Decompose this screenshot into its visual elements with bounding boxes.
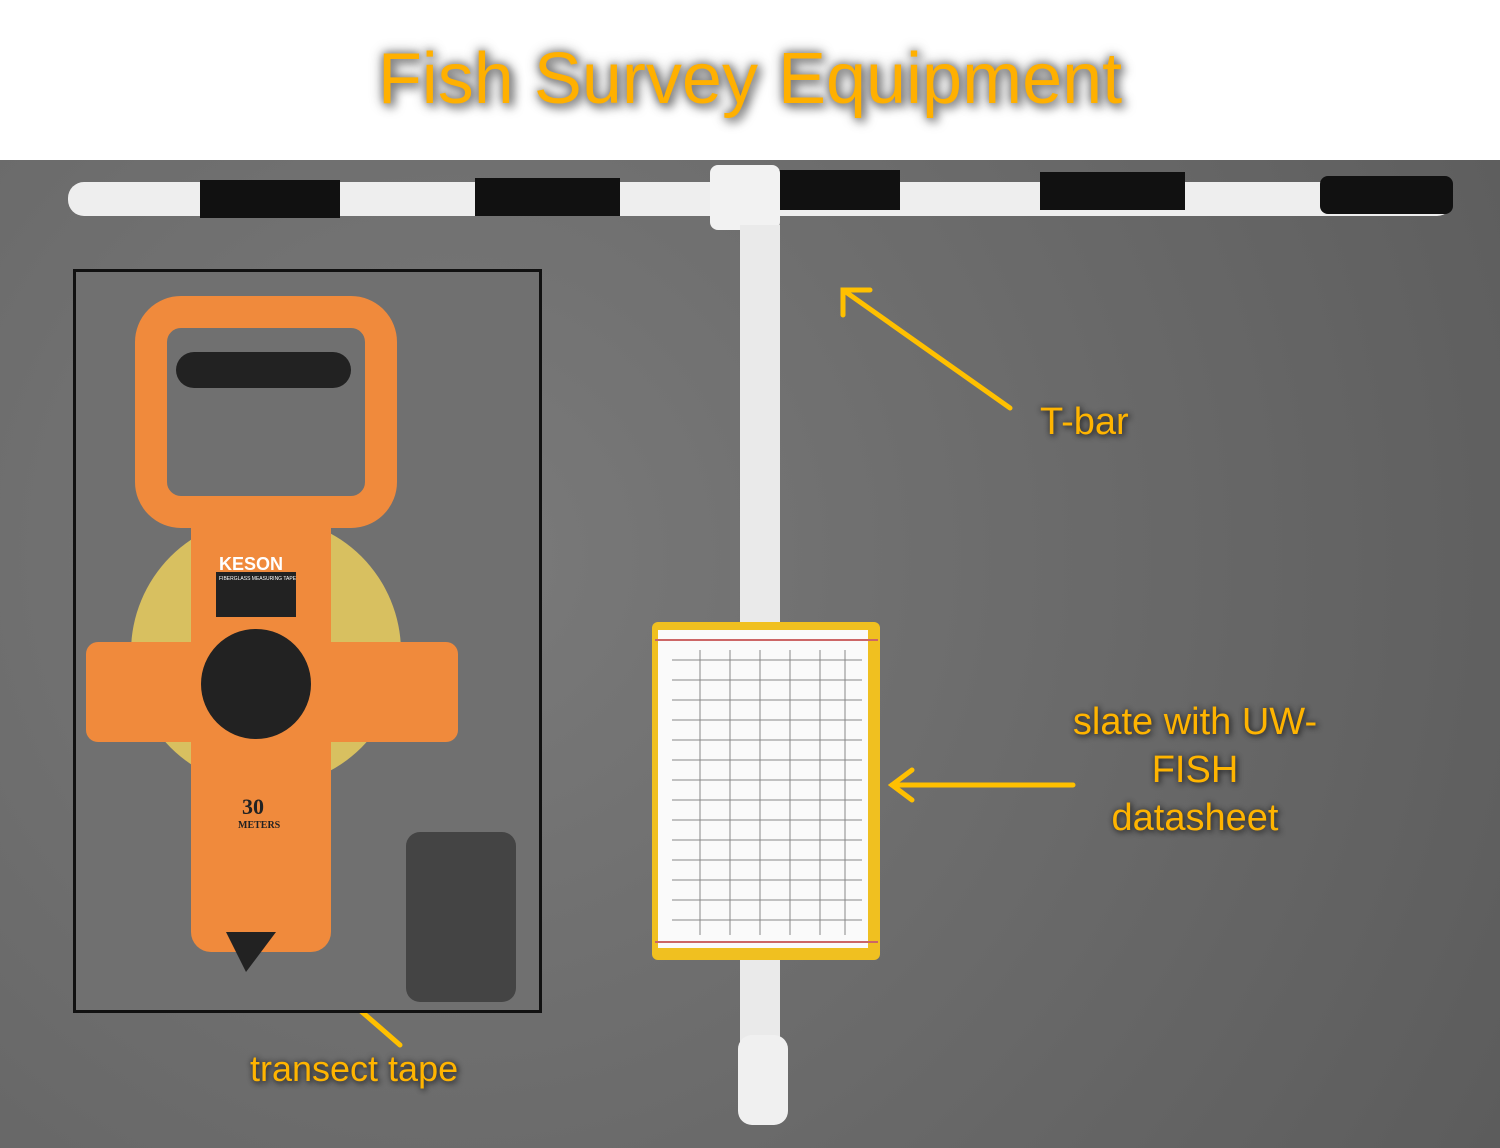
slide-title: Fish Survey Equipment bbox=[377, 39, 1123, 119]
tape-length: 30 bbox=[242, 794, 264, 819]
tape-unit: METERS bbox=[238, 820, 281, 831]
label-transect-tape: transect tape bbox=[250, 1048, 459, 1089]
arrow-slate bbox=[887, 767, 1076, 803]
tape-handle bbox=[135, 296, 397, 528]
tape-subtitle: FIBERGLASS MEASURING TAPE bbox=[219, 576, 297, 582]
label-tbar: T-bar bbox=[1040, 401, 1129, 443]
arrow-tbar bbox=[840, 287, 1013, 411]
tape-brand: KESON bbox=[219, 554, 284, 574]
label-slate: slate with UW-FISH datasheet bbox=[1072, 701, 1318, 839]
tape-weight bbox=[406, 832, 516, 1002]
slate bbox=[652, 622, 880, 960]
transect-tape-inset: KESON FIBERGLASS MEASURING TAPE 30 METER… bbox=[73, 269, 542, 1013]
